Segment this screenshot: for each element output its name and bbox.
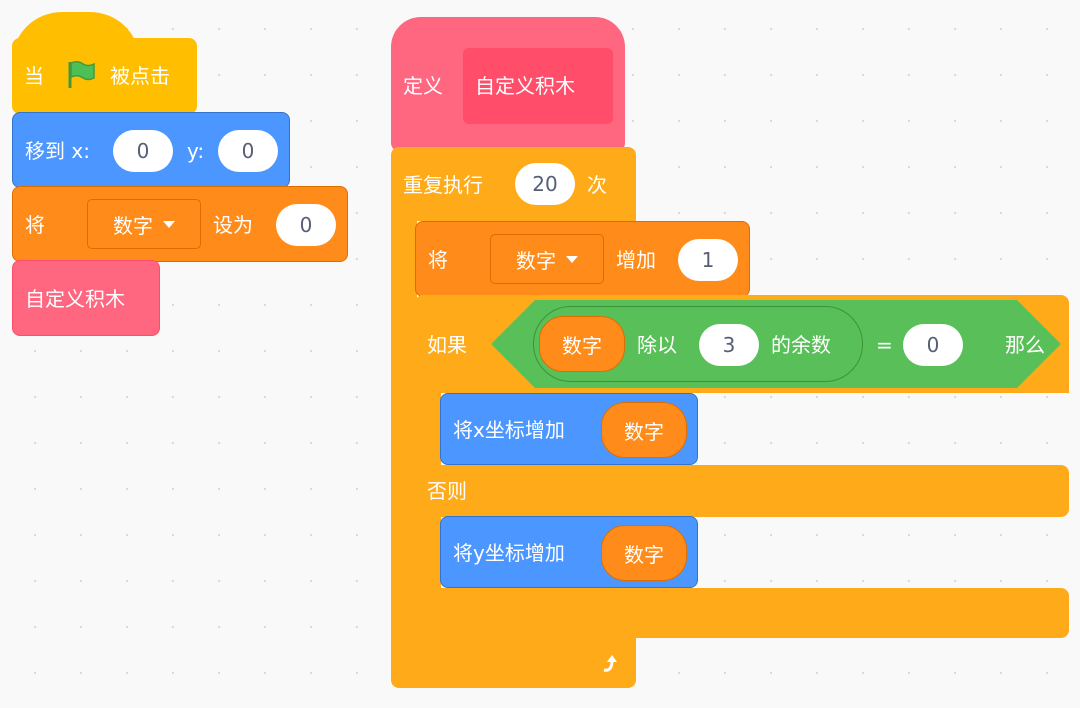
repeat-suffix: 次	[587, 173, 607, 197]
equals-label: =	[876, 333, 893, 357]
set-to-label: 设为	[213, 213, 253, 237]
change-by-label: 增加	[616, 248, 656, 272]
set-label: 将	[25, 213, 45, 237]
variable-name: 数字	[516, 248, 556, 273]
divisor-input[interactable]: 3	[699, 324, 759, 366]
dropdown-caret-icon	[163, 220, 175, 228]
define-prototype[interactable]: 自定义积木	[463, 48, 613, 124]
change-label: 将	[428, 248, 448, 272]
variable-reporter[interactable]: 数字	[539, 316, 625, 372]
repeat-footer[interactable]	[391, 638, 636, 688]
mod-label: 除以	[637, 333, 677, 357]
hat-text-when: 当	[24, 64, 44, 88]
green-flag-icon	[68, 60, 95, 88]
variable-dropdown[interactable]: 数字	[490, 234, 604, 284]
dropdown-caret-icon	[566, 255, 578, 263]
x-input[interactable]: 0	[113, 130, 173, 172]
if-label: 如果	[427, 333, 467, 357]
remainder-label: 的余数	[771, 333, 831, 357]
else-label: 否则	[427, 479, 467, 503]
change-y-label: 将y坐标增加	[453, 541, 565, 565]
repeat-arm	[391, 218, 417, 648]
repeat-label: 重复执行	[403, 173, 483, 197]
else-section: 否则	[415, 465, 1069, 517]
define-label: 定义	[403, 74, 443, 98]
variable-reporter[interactable]: 数字	[601, 525, 687, 581]
variable-reporter[interactable]: 数字	[601, 402, 687, 458]
variable-dropdown[interactable]: 数字	[87, 199, 201, 249]
prototype-label: 自定义积木	[475, 74, 575, 98]
change-y-block[interactable]: 将y坐标增加 数字	[440, 516, 698, 588]
go-to-xy-block[interactable]: 移到 x: 0 y: 0	[12, 112, 290, 188]
custom-block-call[interactable]: 自定义积木	[12, 260, 160, 336]
repeat-count-input[interactable]: 20	[515, 163, 575, 205]
change-value-input[interactable]: 1	[678, 239, 738, 281]
set-value-input[interactable]: 0	[276, 204, 336, 246]
repeat-block[interactable]: 重复执行 20 次	[391, 147, 636, 221]
change-variable-block[interactable]: 将 数字 增加 1	[415, 221, 750, 297]
then-label: 那么	[1005, 333, 1045, 357]
y-label: y:	[187, 139, 205, 163]
y-input[interactable]: 0	[218, 130, 278, 172]
define-block[interactable]: 定义 自定义积木	[391, 17, 625, 151]
if-else-footer	[415, 588, 1069, 638]
repeat-arrow-icon	[603, 655, 617, 672]
set-variable-block[interactable]: 将 数字 设为 0	[12, 186, 348, 262]
change-x-block[interactable]: 将x坐标增加 数字	[440, 393, 698, 465]
hat-text-clicked: 被点击	[110, 64, 170, 88]
if-else-block[interactable]: 如果 数字 除以 3 的余数 = 0 那么	[415, 295, 1069, 393]
compare-value-input[interactable]: 0	[903, 324, 963, 366]
goto-label: 移到 x:	[25, 139, 90, 163]
when-flag-clicked-block[interactable]: 当 被点击	[12, 12, 197, 114]
change-x-label: 将x坐标增加	[453, 418, 565, 442]
variable-name: 数字	[113, 213, 153, 238]
custom-block-label: 自定义积木	[25, 287, 125, 311]
